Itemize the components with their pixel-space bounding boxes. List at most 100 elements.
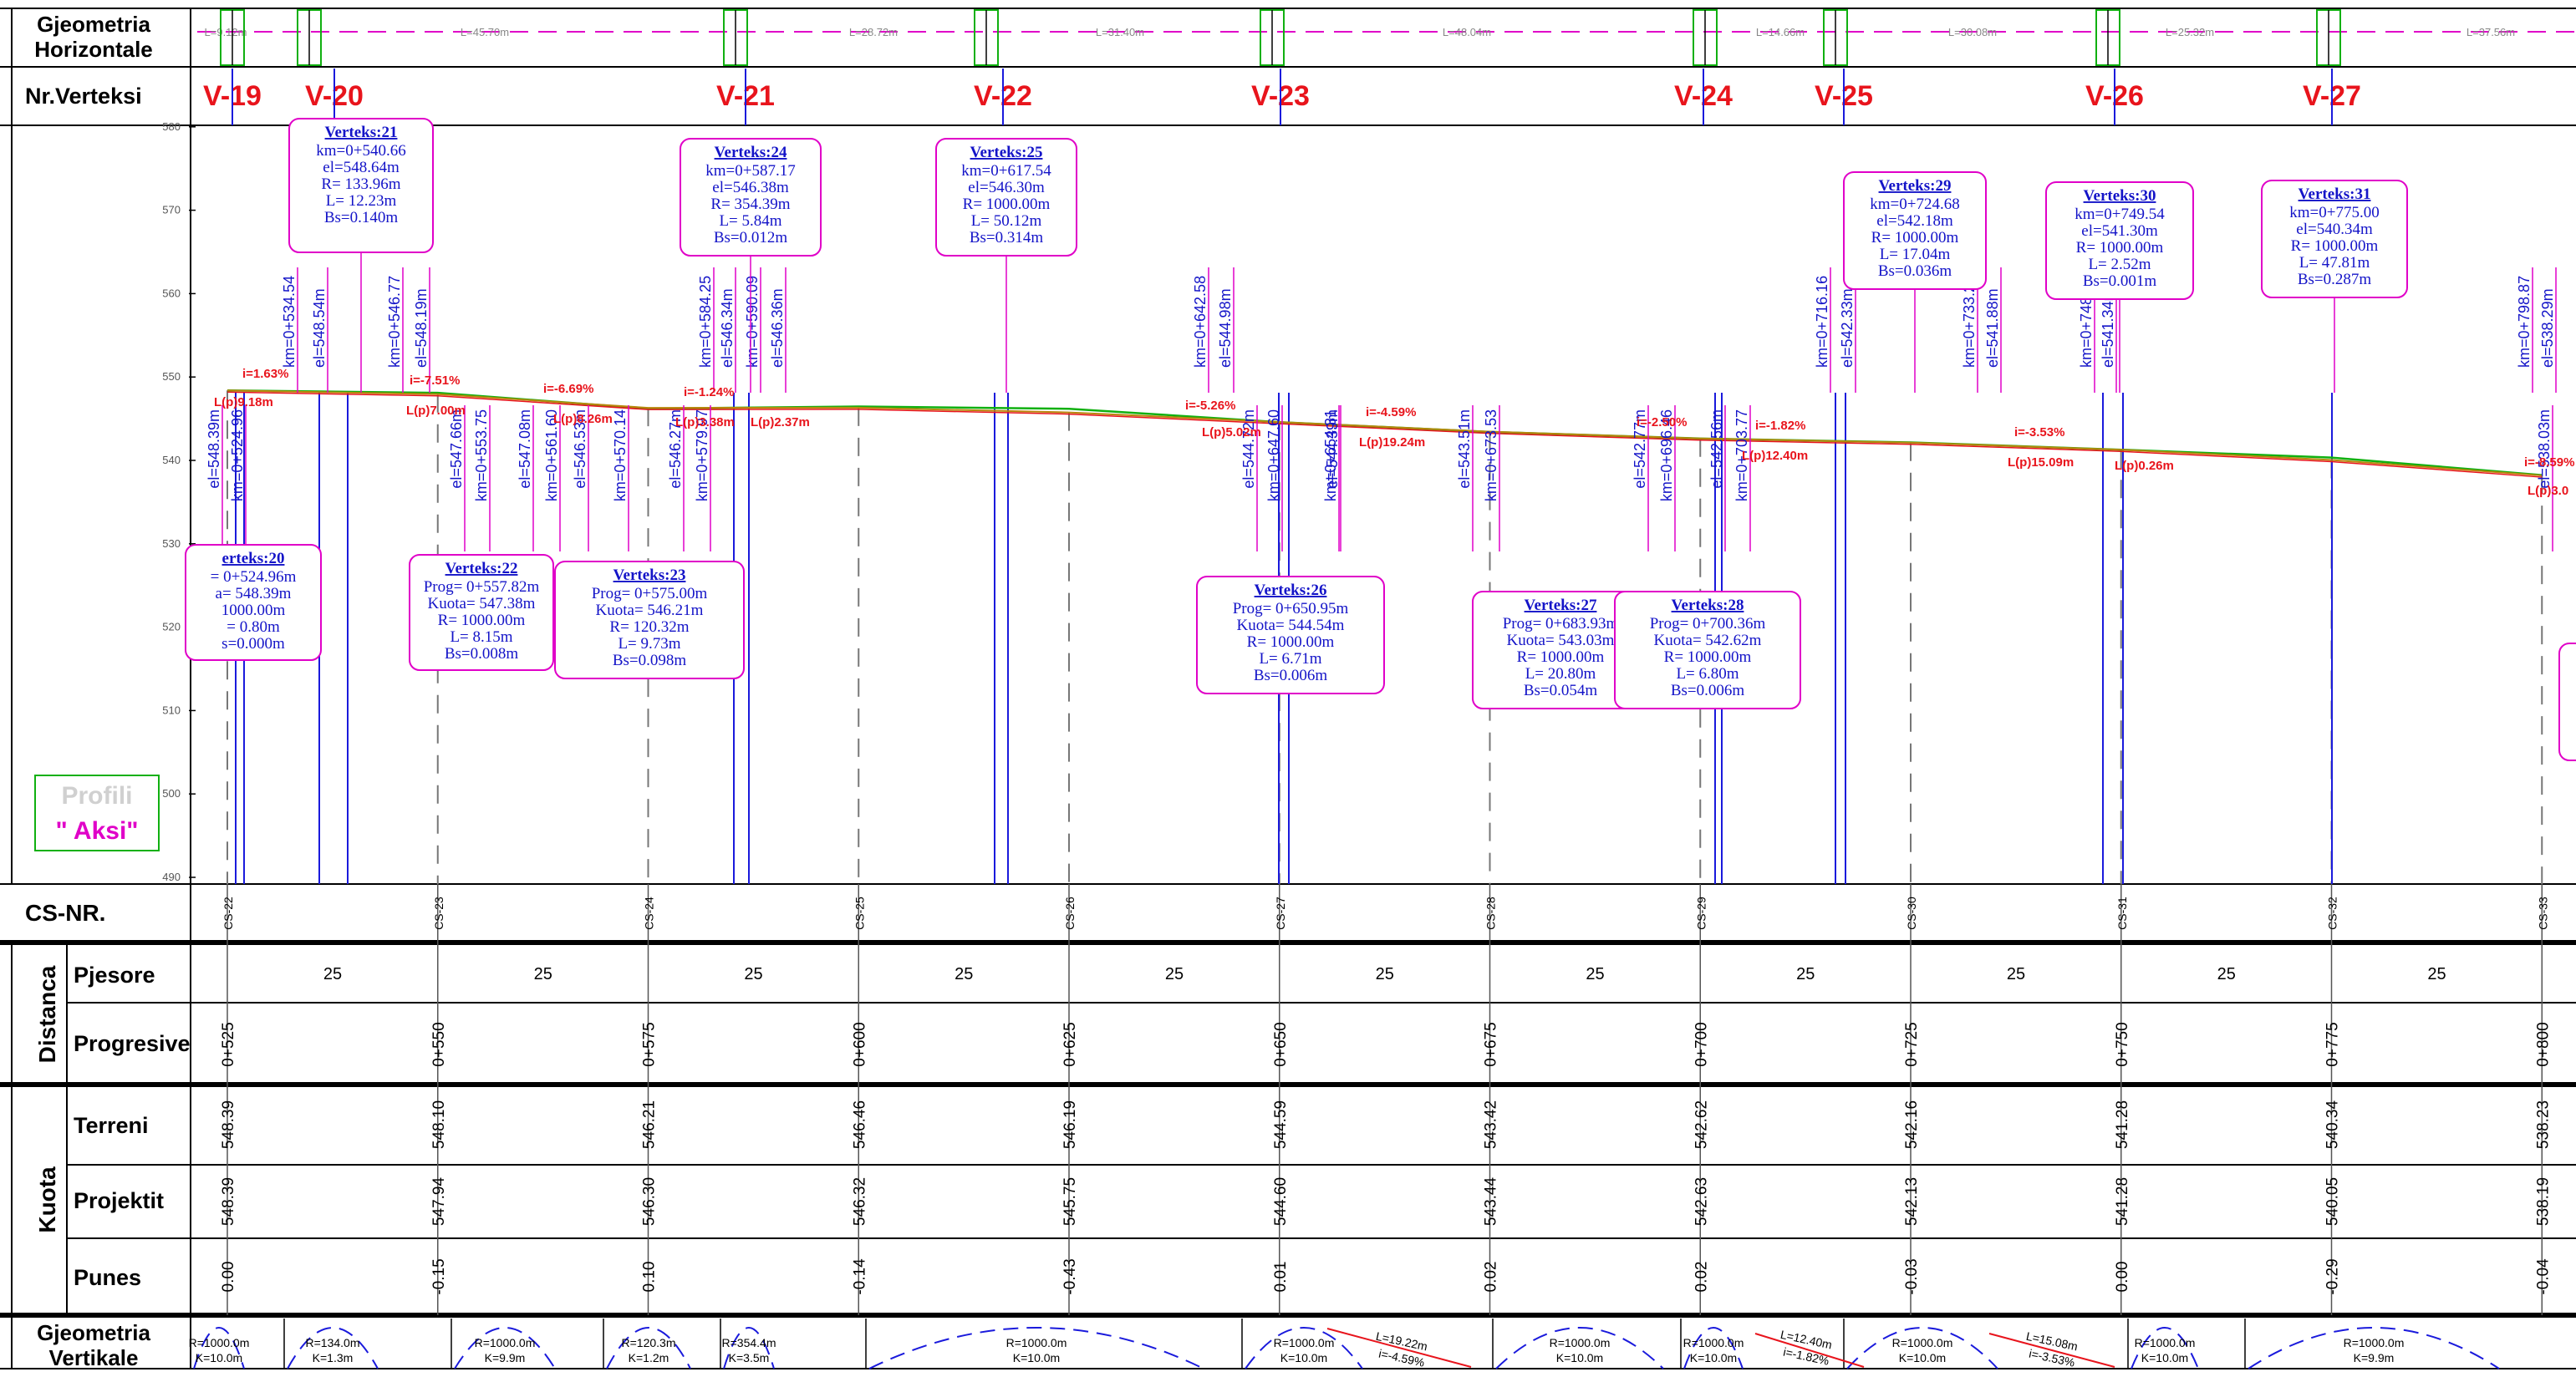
vertical-curve-k: K=10.0m <box>1280 1351 1327 1364</box>
bottom-vertex-box-line: R= 120.32m <box>609 618 689 636</box>
station-label-down: el=538.03m <box>2536 409 2553 489</box>
bottom-vertex-box-line: Bs=0.098m <box>613 652 687 669</box>
vertical-grade-line <box>1988 1333 2115 1368</box>
station-label-down: km=0+696.46 <box>1658 409 1675 501</box>
cs-number: CS-31 <box>2115 897 2129 930</box>
cs-number: CS-22 <box>221 897 235 930</box>
bottom-vertex-box-line: Prog= 0+650.95m <box>1233 600 1349 617</box>
bottom-vertex-box-frame <box>185 544 322 661</box>
vertical-grade-line <box>1326 1328 1472 1368</box>
vertical-curve-k: K=3.5m <box>729 1351 770 1364</box>
cs-number: CS-32 <box>2326 897 2339 930</box>
partial-distance-value: 25 <box>2427 965 2446 983</box>
top-vertex-box-line: Bs=0.314m <box>970 229 1044 246</box>
legend-frame <box>34 775 160 851</box>
station-label-up: km=0+534.54 <box>281 276 298 368</box>
bottom-vertex-box-line: Kuota= 543.03m <box>1507 632 1615 649</box>
vertical-curve-arc <box>1495 1327 1664 1369</box>
terrain-value: 540.34 <box>2324 1100 2342 1150</box>
top-vertex-box-line: Bs=0.001m <box>2083 272 2157 290</box>
grade-labels: i=1.63%i=-7.51%i=-6.69%i=-1.24%i=-5.26%i… <box>214 367 2574 498</box>
station-label-up: km=0+642.58 <box>1192 276 1209 368</box>
station-label-down: el=548.39m <box>206 409 222 489</box>
progressive-value: 0+625 <box>1061 1022 1079 1066</box>
elevation-tick-label: 500 <box>162 787 181 800</box>
bottom-vertex-box-line: Kuota= 542.62m <box>1654 632 1762 649</box>
partial-distance-value: 25 <box>1165 965 1184 983</box>
bottom-vertex-box-line: Bs=0.006m <box>1254 667 1328 684</box>
cs-number: CS-24 <box>643 897 656 930</box>
bottom-vertex-box-line: Prog= 0+683.93m <box>1503 615 1619 633</box>
top-vertex-box-line: R= 354.39m <box>710 196 790 213</box>
curve-length-label: L(p)8.26m <box>553 412 613 426</box>
elevation-tick-label: 520 <box>162 621 181 633</box>
elevation-tick-label: 490 <box>162 871 181 883</box>
station-label-down: km=0+579.97 <box>694 409 710 501</box>
station-label-down: km=0+553.75 <box>473 409 490 501</box>
station-label-up: km=0+546.77 <box>386 276 403 368</box>
station-label-down: el=544.72m <box>1240 409 1257 489</box>
cs-number: CS-23 <box>432 897 445 930</box>
vertical-curve-radius: R=1000.0m <box>189 1336 250 1349</box>
works-value: -0.14 <box>851 1258 868 1295</box>
top-vertex-box-line: km=0+540.66 <box>316 142 405 160</box>
project-value: 542.63 <box>1693 1177 1710 1226</box>
station-label-down: el=547.66m <box>448 409 465 489</box>
bottom-vertex-box-line: Prog= 0+700.36m <box>1650 615 1766 633</box>
vertical-curve-k: K=9.9m <box>2354 1351 2395 1364</box>
station-label-up: el=541.34m <box>2100 288 2116 368</box>
project-value: 546.30 <box>641 1177 659 1226</box>
vertical-curve-k: K=10.0m <box>1899 1351 1946 1364</box>
station-label-up: km=0+798.87 <box>2516 276 2533 368</box>
horizontal-segment-label: L=9.12m <box>205 26 247 38</box>
station-label-down: el=547.08m <box>517 409 533 489</box>
cs-number: CS-28 <box>1484 897 1498 930</box>
vertical-curve-radius: R=134.0m <box>306 1336 360 1349</box>
curve-length-label: L(p)19.24m <box>1359 435 1425 450</box>
grade-label: i=-6.69% <box>543 382 593 396</box>
top-vertex-box-line: km=0+724.68 <box>1870 196 1959 213</box>
vertical-curve-radius: R=1000.0m <box>1274 1336 1335 1349</box>
cs-number: CS-27 <box>1274 897 1287 930</box>
cs-number: CS-29 <box>1694 897 1708 930</box>
bottom-vertex-box-line: = 0.80m <box>227 618 280 636</box>
top-vertex-box-line: km=0+587.17 <box>705 162 795 180</box>
terrain-value: 546.46 <box>851 1100 868 1149</box>
vertical-curve-arc <box>287 1327 379 1369</box>
curve-length-label: L(p)12.40m <box>1742 449 1808 463</box>
project-value: 545.75 <box>1061 1177 1079 1226</box>
station-label-up: el=542.33m <box>1839 288 1856 368</box>
vertical-grade-line <box>1754 1333 1865 1368</box>
station-label-up: el=544.98m <box>1217 288 1234 368</box>
station-label-up: km=0+584.25 <box>697 276 714 368</box>
partial-distance-value: 25 <box>1796 965 1815 983</box>
bottom-vertex-box-line: Prog= 0+557.82m <box>424 578 540 596</box>
station-label-down: el=546.27m <box>667 409 684 489</box>
vertical-curve-arc <box>193 1327 245 1369</box>
vertical-curve-k: K=10.0m <box>1013 1351 1060 1364</box>
cs-number: CS-30 <box>1905 897 1918 930</box>
top-vertex-box-line: el=548.64m <box>323 159 400 176</box>
bottom-vertex-box-line: R= 1000.00m <box>438 612 526 629</box>
works-value: 0.10 <box>641 1262 659 1293</box>
progressive-value: 0+675 <box>1483 1022 1500 1066</box>
bottom-vertex-box-line: 1000.00m <box>221 602 286 619</box>
terrain-value: 541.28 <box>2114 1100 2131 1149</box>
station-label-down: km=0+570.14 <box>612 409 629 501</box>
top-vertex-box-line: el=546.38m <box>712 179 789 196</box>
station-label-down: km=0+654.31 <box>1322 409 1339 501</box>
vertical-curve-radius: R=1000.0m <box>2135 1336 2196 1349</box>
row-labels: Gjeometria Horizontale Nr.Verteksi CS-NR… <box>25 12 191 1370</box>
top-vertex-box-line: L= 17.04m <box>1880 246 1951 263</box>
vertical-curve-radius: R=1000.0m <box>1550 1336 1611 1349</box>
bottom-vertex-box-line: = 0+524.96m <box>211 568 297 586</box>
project-value: 543.44 <box>1483 1177 1500 1227</box>
station-label-down: km=0+647.60 <box>1265 409 1282 501</box>
vertical-geometry-label-2: Vertikale <box>49 1345 139 1370</box>
design-grade-line <box>227 391 2543 478</box>
vertical-geometry-label-1: Gjeometria <box>37 1320 150 1345</box>
terrain-value: 548.39 <box>220 1100 237 1149</box>
project-value: 538.19 <box>2534 1177 2552 1226</box>
legend: Profili " Aksi" <box>34 775 160 851</box>
